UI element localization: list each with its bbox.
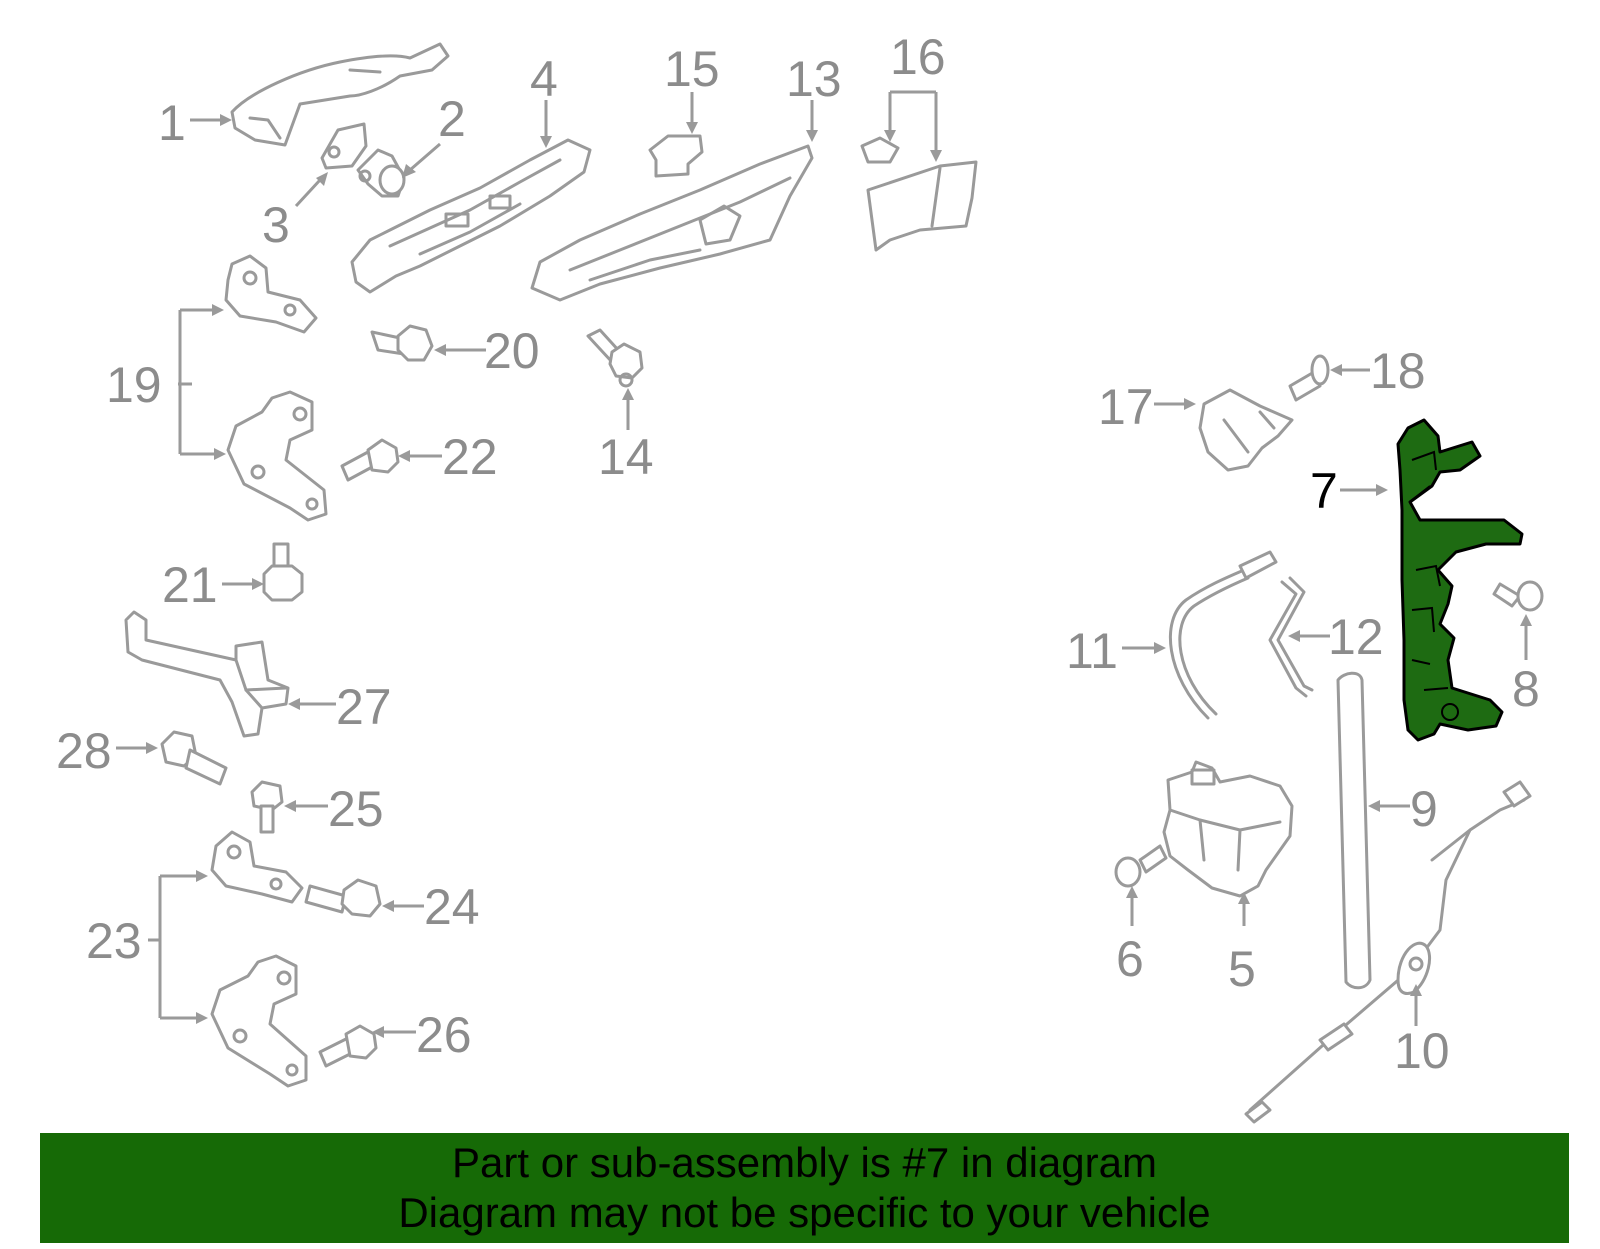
callout-23: 23 — [86, 913, 142, 969]
callout-numbers: 1 2 3 4 15 13 16 19 20 14 22 21 27 28 25… — [56, 29, 1540, 1079]
part-8-screw — [1492, 580, 1544, 612]
part-18-screw — [1288, 354, 1330, 402]
callout-26: 26 — [416, 1007, 472, 1063]
part-6-screw — [1114, 844, 1168, 888]
part-27-door-check — [124, 610, 290, 738]
callout-3: 3 — [262, 197, 290, 253]
callout-24: 24 — [424, 879, 480, 935]
part-14-bolt — [586, 328, 644, 388]
callout-5: 5 — [1228, 941, 1256, 997]
callout-15: 15 — [664, 41, 720, 97]
callout-4: 4 — [530, 51, 558, 107]
part-7-highlighted-bracket — [1396, 418, 1524, 742]
callout-21: 21 — [162, 557, 218, 613]
callout-14: 14 — [598, 429, 654, 485]
banner-line-2: Diagram may not be specific to your vehi… — [398, 1189, 1211, 1236]
callout-22: 22 — [442, 429, 498, 485]
part-12-rod — [1268, 576, 1314, 698]
part-24-bolt — [304, 878, 382, 918]
callout-8: 8 — [1512, 661, 1540, 717]
banner-line-1: Part or sub-assembly is #7 in diagram — [452, 1139, 1157, 1186]
part-13-inner-handle — [530, 144, 814, 302]
leader-lines — [116, 90, 1532, 1038]
info-banner: Part or sub-assembly is #7 in diagram Di… — [40, 1133, 1569, 1243]
part-17-cover — [1198, 388, 1294, 472]
callout-16: 16 — [890, 29, 946, 85]
callout-19: 19 — [106, 357, 162, 413]
callout-20: 20 — [484, 323, 540, 379]
part-11-rod — [1168, 550, 1278, 720]
callout-7-highlighted: 7 — [1310, 463, 1338, 519]
part-5-latch — [1162, 760, 1294, 898]
part-28-bolt — [160, 730, 228, 786]
part-10-cable — [1244, 780, 1532, 1124]
part-20-bolt — [370, 324, 434, 362]
part-23-upper-hinge — [210, 830, 304, 904]
part-4-reinforcement — [350, 138, 592, 294]
callout-2: 2 — [438, 91, 466, 147]
callout-13: 13 — [786, 51, 842, 107]
callout-12: 12 — [1328, 609, 1384, 665]
callout-1: 1 — [158, 95, 186, 151]
callout-25: 25 — [328, 781, 384, 837]
part-25-bolt — [250, 780, 284, 834]
callout-10: 10 — [1394, 1023, 1450, 1079]
callout-9: 9 — [1410, 781, 1438, 837]
callout-6: 6 — [1116, 931, 1144, 987]
part-3-bezel — [320, 122, 368, 170]
part-16-cover — [860, 136, 978, 252]
callout-18: 18 — [1370, 343, 1426, 399]
callout-17: 17 — [1098, 379, 1154, 435]
part-15-clip — [648, 134, 704, 178]
part-9-weatherstrip — [1336, 671, 1372, 990]
callout-11: 11 — [1066, 623, 1118, 679]
part-19-lower-hinge — [226, 390, 328, 522]
part-23-lower-hinge — [210, 954, 308, 1088]
part-19-upper-hinge — [224, 254, 318, 334]
callout-28: 28 — [56, 723, 112, 779]
part-1-outer-handle — [230, 42, 450, 147]
part-22-bolt — [340, 438, 400, 482]
part-2-lock-cylinder — [356, 148, 406, 198]
part-26-bolt — [318, 1024, 378, 1068]
part-21-bolt — [262, 542, 304, 602]
callout-27: 27 — [336, 679, 392, 735]
